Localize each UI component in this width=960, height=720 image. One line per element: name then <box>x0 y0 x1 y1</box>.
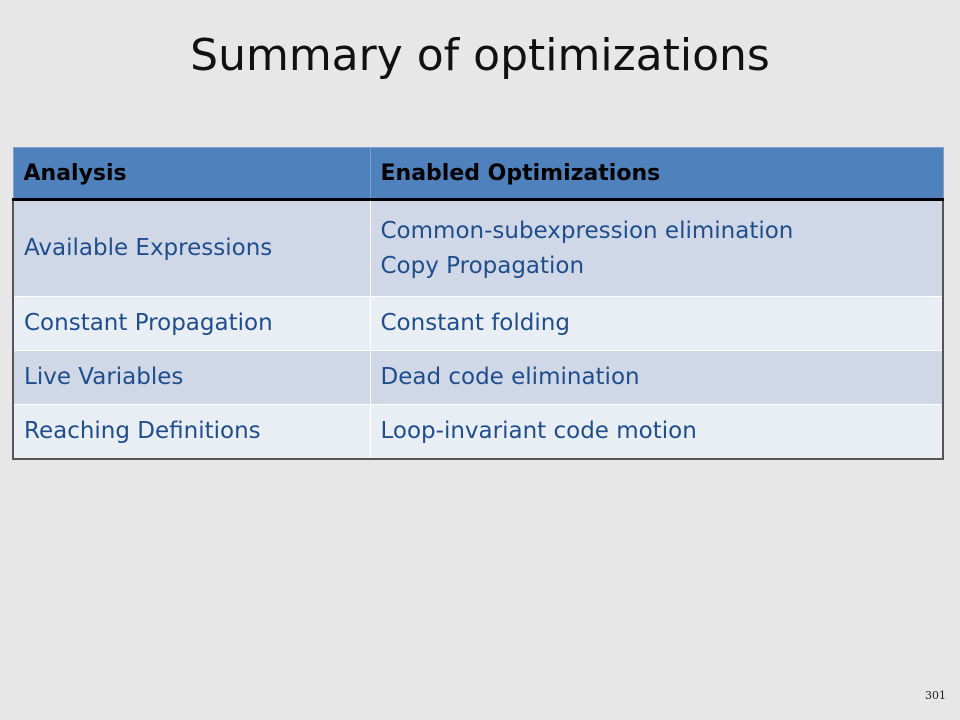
page-number: 301 <box>925 689 946 702</box>
table-row: Live Variables Dead code elimination <box>12 350 944 405</box>
table-row: Reaching Definitions Loop-invariant code… <box>12 404 944 460</box>
table-row: Available Expressions Common-subexpressi… <box>12 199 944 297</box>
header-enabled-optimizations: Enabled Optimizations <box>369 147 944 201</box>
table-row: Constant Propagation Constant folding <box>12 296 944 351</box>
optimizations-cell: Constant folding <box>369 296 944 351</box>
analysis-cell: Reaching Definitions <box>12 404 371 460</box>
optimization-item: Loop-invariant code motion <box>380 418 697 444</box>
analysis-cell: Live Variables <box>12 350 371 405</box>
optimization-item: Copy Propagation <box>380 252 585 279</box>
analysis-cell: Available Expressions <box>12 199 371 297</box>
optimizations-cell: Loop-invariant code motion <box>369 404 944 460</box>
optimization-item: Constant folding <box>380 310 570 337</box>
analysis-cell: Constant Propagation <box>12 296 371 351</box>
optimization-item: Common-subexpression elimination <box>380 218 794 244</box>
optimization-item: Dead code elimination <box>380 364 640 391</box>
optimizations-cell: Common-subexpression elimination Copy Pr… <box>369 199 944 297</box>
header-analysis: Analysis <box>12 147 371 201</box>
optimizations-cell: Dead code elimination <box>369 350 944 405</box>
slide-title: Summary of optimizations <box>190 30 770 81</box>
table-header-row: Analysis Enabled Optimizations <box>12 147 944 201</box>
optimizations-table: Analysis Enabled Optimizations Available… <box>12 147 944 460</box>
